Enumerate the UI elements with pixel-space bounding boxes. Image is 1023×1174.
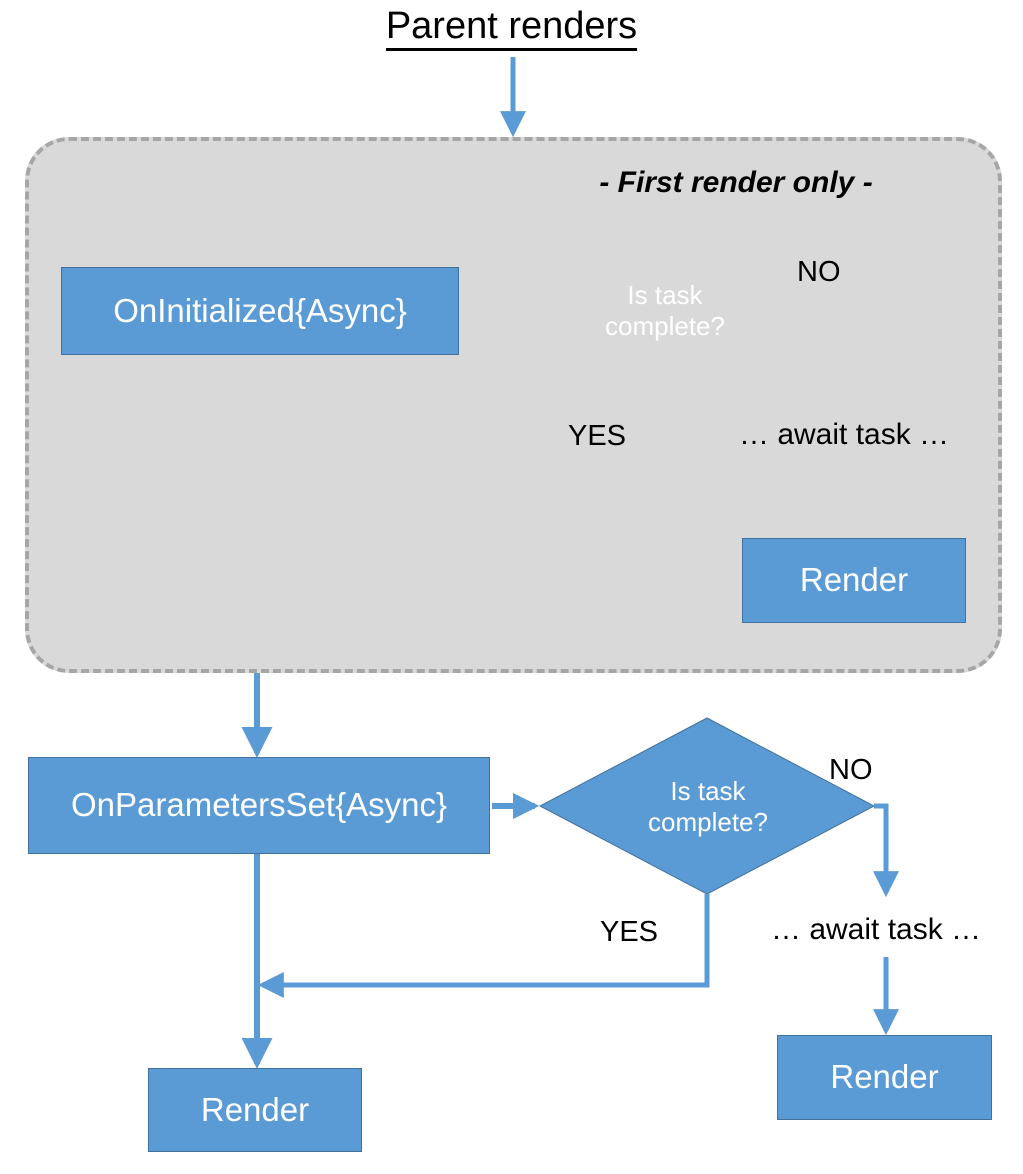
page-title-text: Parent renders xyxy=(385,5,638,51)
decision-parameters-set-shape xyxy=(538,717,876,895)
edge-params-no xyxy=(873,803,899,898)
edge-label-first-await: … await task … xyxy=(739,418,950,451)
node-render-parameters-yes[interactable]: Render xyxy=(148,1068,362,1152)
edge-label-first-yes: YES xyxy=(568,420,627,452)
node-on-initialized[interactable]: OnInitialized{Async} xyxy=(61,267,459,355)
node-on-parameters-set[interactable]: OnParametersSet{Async} xyxy=(28,757,490,854)
edge-label-params-yes: YES xyxy=(600,916,659,948)
node-render-first-render[interactable]: Render xyxy=(742,538,966,623)
node-render-parameters-no[interactable]: Render xyxy=(777,1035,992,1120)
page-title: Parent renders xyxy=(0,5,1023,51)
edge-label-params-no: NO xyxy=(829,754,873,786)
first-render-group-caption: - First render only - xyxy=(599,166,873,199)
edge-label-params-await: … await task … xyxy=(771,913,982,946)
edge-label-first-no: NO xyxy=(797,256,841,288)
edge-params-yes xyxy=(257,894,710,998)
